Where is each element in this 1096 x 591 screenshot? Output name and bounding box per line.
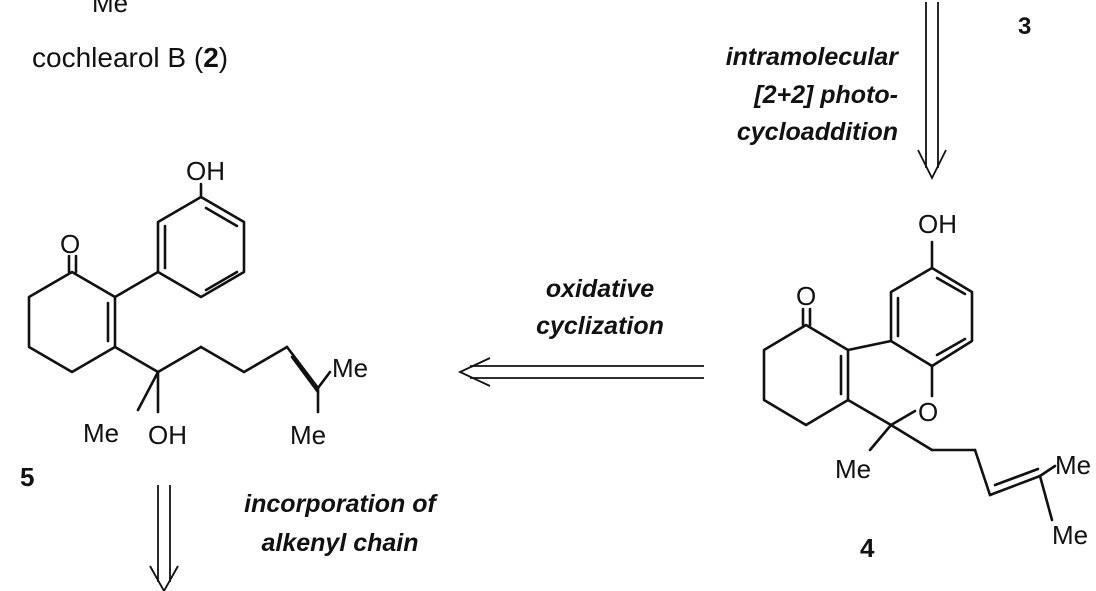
compound-4-number: 4 [860, 533, 875, 563]
methyl-5-b: Me [290, 420, 326, 450]
svg-text:cycloaddition: cycloaddition [737, 118, 898, 146]
svg-text:oxidative: oxidative [546, 275, 654, 303]
step-photocycloaddition: intramolecular [2+2] photo- cycloadditio… [726, 43, 900, 146]
methyl-5-carbinol: Me [83, 418, 119, 448]
carbonyl-o-4: O [796, 281, 816, 311]
methyl-4-a: Me [1055, 450, 1091, 480]
svg-text:[2+2] photo-: [2+2] photo- [753, 81, 898, 109]
hydroxyl-5-aryl: OH [186, 156, 225, 186]
compound-2-caption: cochlearol B (2) [32, 42, 228, 73]
hydroxyl-5-carbinol: OH [148, 420, 187, 450]
compound-4-structure: OH O O Me Me Me [762, 209, 1091, 550]
step-alkenyl-incorporation: incorporation of alkenyl chain [244, 490, 438, 557]
retro-arrow-3-to-4 [917, 2, 947, 181]
svg-text:alkenyl chain: alkenyl chain [261, 529, 418, 557]
compound-3-number: 3 [1018, 13, 1031, 40]
methyl-5-a: Me [332, 353, 368, 383]
compound-5-number: 5 [20, 462, 34, 492]
carbonyl-o-5: O [60, 229, 80, 259]
compound-5-structure: O OH Me OH Me Me [27, 156, 368, 450]
retro-arrow-5-down [149, 485, 179, 591]
retro-arrow-4-to-5 [457, 357, 704, 387]
svg-text:intramolecular: intramolecular [726, 43, 900, 71]
methyl-4-quaternary: Me [835, 454, 871, 484]
svg-text:cyclization: cyclization [536, 312, 664, 340]
svg-text:incorporation of: incorporation of [244, 490, 438, 518]
methyl-4-b: Me [1052, 520, 1088, 550]
hydroxyl-4-aryl: OH [918, 209, 957, 239]
step-oxidative-cyclization: oxidative cyclization [536, 275, 664, 340]
top-me-label: Me [92, 0, 128, 18]
ring-oxygen-4: O [918, 397, 938, 427]
